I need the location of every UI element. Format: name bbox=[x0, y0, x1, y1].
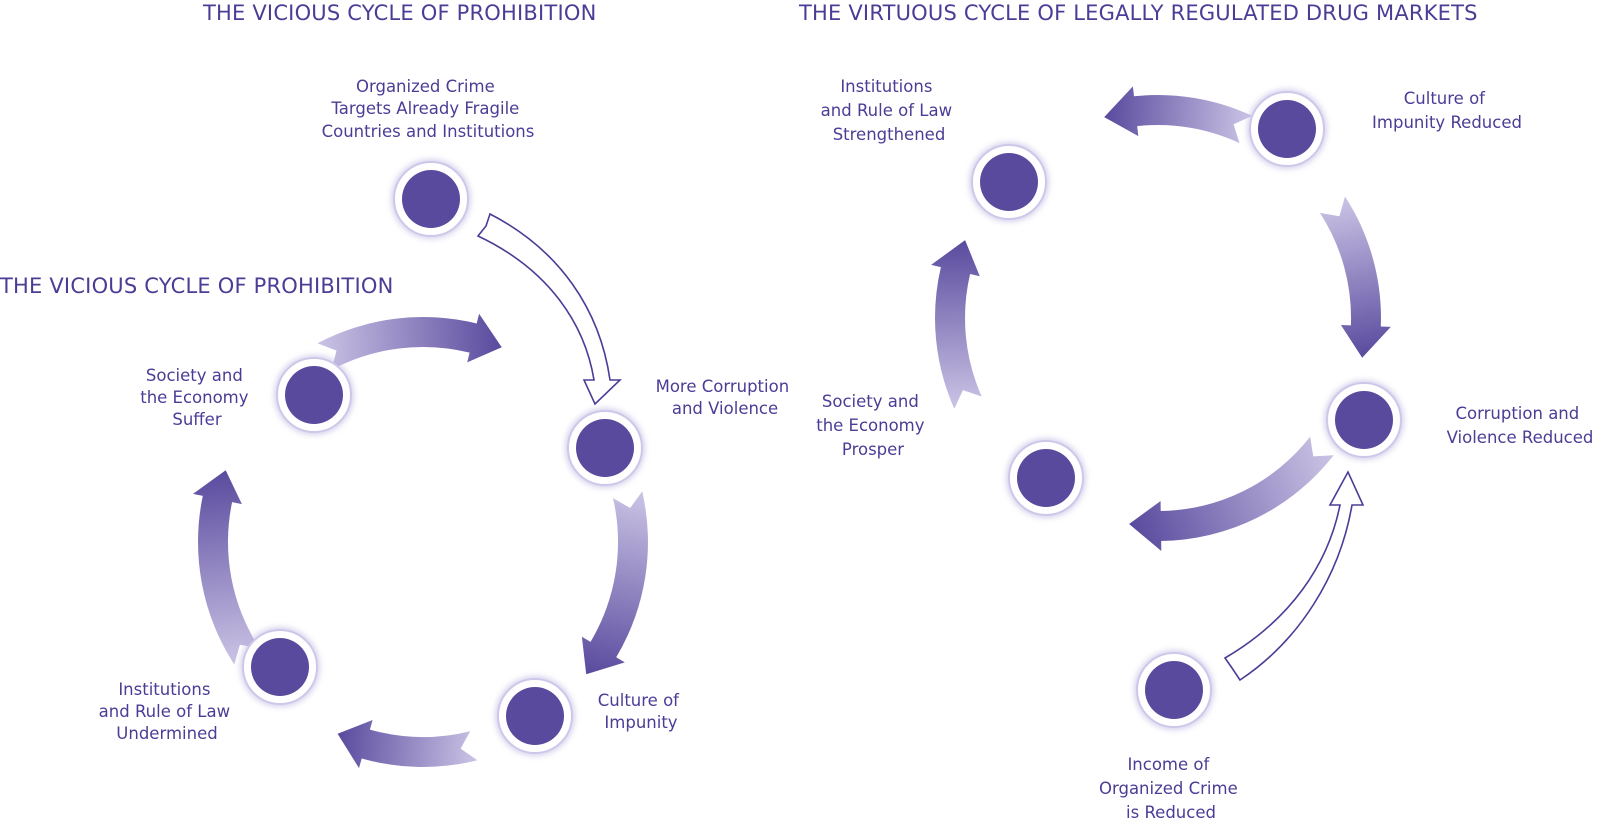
vicious-node-corruption bbox=[565, 408, 645, 488]
virtuous-label-society: Society and the Economy Prosper bbox=[816, 392, 930, 459]
virtuous-arrow-3 bbox=[1129, 436, 1334, 551]
vicious-cycle-title-top: THE VICIOUS CYCLE OF PROHIBITION bbox=[202, 1, 596, 25]
vicious-arrow-4 bbox=[193, 470, 260, 665]
virtuous-node-impunity bbox=[1247, 89, 1327, 169]
virtuous-label-institutions: Institutions and Rule of Law Strengthene… bbox=[821, 77, 958, 144]
virtuous-cycle-title: THE VIRTUOUS CYCLE OF LEGALLY REGULATED … bbox=[798, 1, 1478, 25]
virtuous-node-society bbox=[1006, 438, 1086, 518]
virtuous-arrow-2 bbox=[1319, 196, 1391, 358]
vicious-node-society bbox=[274, 355, 354, 435]
vicious-arrow-3 bbox=[337, 720, 478, 769]
virtuous-arrow-1 bbox=[1104, 86, 1253, 144]
virtuous-label-corruption: Corruption and Violence Reduced bbox=[1447, 404, 1594, 447]
vicious-label-society: Society and the Economy Suffer bbox=[140, 366, 254, 429]
vicious-feeder-arrow bbox=[476, 212, 622, 406]
virtuous-cycle-arrows bbox=[931, 86, 1391, 551]
vicious-cycle-title-left: THE VICIOUS CYCLE OF PROHIBITION bbox=[0, 274, 393, 298]
vicious-label-institutions: Institutions and Rule of Law Undermined bbox=[99, 680, 236, 743]
virtuous-node-institutions bbox=[969, 142, 1049, 222]
virtuous-label-income: Income of Organized Crime is Reduced bbox=[1099, 755, 1243, 822]
vicious-node-organized-crime bbox=[391, 159, 471, 239]
vicious-label-corruption: More Corruption and Violence bbox=[656, 377, 795, 418]
vicious-arrow-2 bbox=[581, 491, 648, 675]
virtuous-arrow-4 bbox=[931, 240, 982, 409]
vicious-node-impunity bbox=[495, 676, 575, 756]
vicious-feeder-arrow-shape bbox=[476, 212, 622, 406]
virtuous-node-income bbox=[1134, 650, 1214, 730]
vicious-arrow-1 bbox=[317, 313, 502, 370]
virtuous-label-impunity: Culture of Impunity Reduced bbox=[1372, 89, 1522, 132]
vicious-label-organized-crime: Organized Crime Targets Already Fragile … bbox=[322, 77, 535, 141]
virtuous-feeder-arrow-shape bbox=[1223, 470, 1365, 682]
virtuous-feeder-arrow bbox=[1223, 470, 1365, 682]
vicious-label-impunity: Culture of Impunity bbox=[598, 691, 684, 732]
vicious-cycle-arrows bbox=[193, 313, 648, 769]
cycle-nodes bbox=[240, 89, 1404, 756]
virtuous-node-corruption bbox=[1324, 380, 1404, 460]
vicious-node-institutions bbox=[240, 627, 320, 707]
